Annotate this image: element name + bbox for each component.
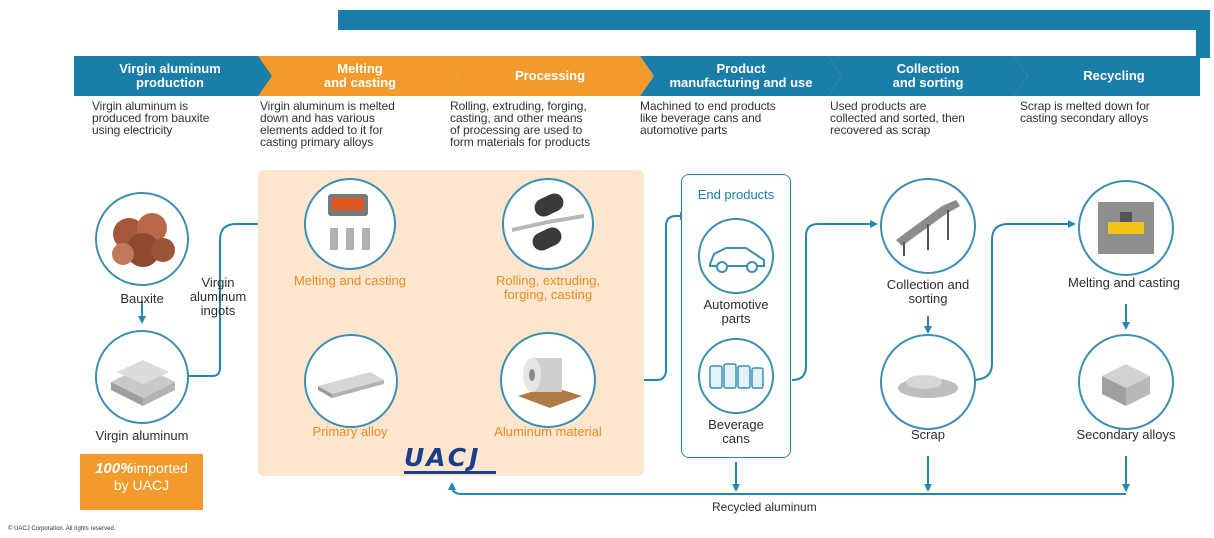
primary-alloy-label: Primary alloy — [312, 424, 388, 439]
melting-casting-image — [304, 178, 396, 270]
aluminum-material-image — [500, 332, 596, 428]
uacj-logo-underline — [404, 471, 496, 474]
copyright-text: © UACJ Corporation. All rights reserved. — [8, 526, 116, 532]
automotive-image — [698, 218, 774, 294]
recycled-aluminum-label: Recycled aluminum — [712, 500, 817, 514]
virgin-aluminum-label: Virgin aluminum — [95, 428, 189, 443]
end-products-title: End products — [697, 187, 775, 202]
stage-desc-melting: Virgin aluminum is melted down and has v… — [260, 99, 395, 149]
recycled-return-line — [448, 482, 1126, 495]
recycling-melting-image — [1078, 180, 1174, 276]
top-return-band — [338, 10, 1210, 58]
automotive-label: Automotive parts — [703, 297, 769, 326]
beverage-cans-label: Beverage cans — [708, 417, 764, 446]
stage-desc-product: Machined to end products like beverage c… — [640, 99, 776, 137]
bauxite-label: Bauxite — [120, 291, 164, 306]
scrap-image — [880, 334, 976, 430]
rolling-label: Rolling, extruding, forging, casting — [495, 273, 601, 302]
secondary-alloys-label: Secondary alloys — [1076, 427, 1176, 442]
primary-alloy-image — [304, 334, 398, 428]
stage-desc-collection: Used products are collected and sorted, … — [830, 99, 965, 137]
uacj-logo: UACJ — [404, 443, 482, 472]
stage-desc-recycling: Scrap is melted down for casting seconda… — [1020, 99, 1150, 125]
collection-sorting-label: Collection and sorting — [886, 277, 970, 306]
rolling-image — [502, 178, 594, 270]
secondary-alloys-image — [1078, 334, 1174, 430]
scrap-label: Scrap — [911, 427, 945, 442]
stage-title-collection: Collection and sorting — [892, 61, 964, 90]
recycling-melting-label: Melting and casting — [1067, 275, 1180, 290]
import-line1: imported — [133, 460, 188, 476]
connector-end-to-collection — [791, 220, 878, 381]
stage-title-product: Product manufacturing and use — [669, 61, 813, 90]
stage-title-recycling: Recycling — [1083, 68, 1145, 83]
collection-sorting-image — [880, 178, 976, 274]
import-note: 100%imported by UACJ — [80, 454, 203, 510]
stage-desc-virgin-production: Virgin aluminum is produced from bauxite… — [92, 99, 210, 137]
import-line2: by UACJ — [113, 477, 170, 493]
import-percent: 100% — [95, 460, 134, 477]
melting-casting-label: Melting and casting — [293, 273, 406, 288]
stage-desc-processing: Rolling, extruding, forging, casting, an… — [450, 99, 591, 149]
bauxite-image — [95, 192, 189, 286]
aluminum-material-label: Aluminum material — [494, 424, 602, 439]
stage-title-melting: Melting and casting — [323, 61, 397, 90]
virgin-ingots-label: Virgin aluminum ingots — [189, 275, 247, 318]
beverage-cans-image — [698, 338, 774, 414]
stage-title-virgin-production: Virgin aluminum production — [119, 61, 221, 90]
virgin-aluminum-image — [95, 330, 189, 424]
stage-title-processing: Processing — [514, 68, 586, 83]
